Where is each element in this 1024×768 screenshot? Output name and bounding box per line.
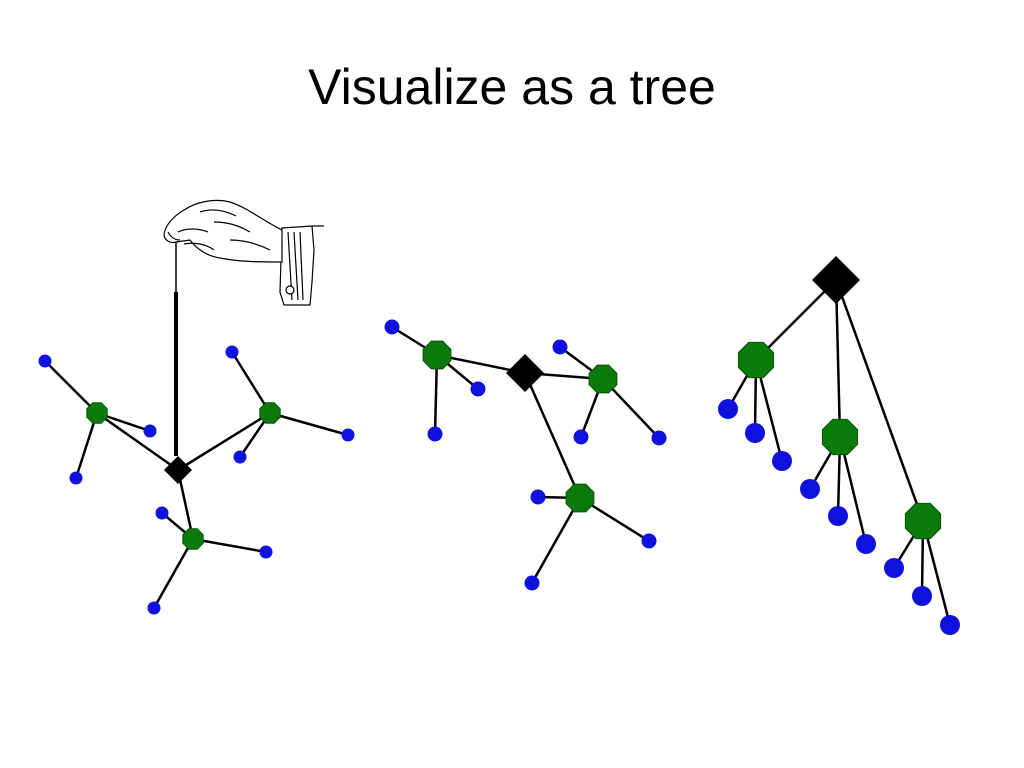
leaf-node — [530, 489, 546, 505]
graph-partially-lifted — [384, 319, 667, 591]
edge-a-leaf — [44, 360, 98, 414]
internal-node-a — [422, 340, 452, 370]
edge-b-leaf — [230, 351, 272, 414]
leaf-node — [940, 615, 960, 635]
edge-root-b — [834, 279, 842, 438]
hand-holding-string-icon — [163, 199, 324, 306]
leaf-node — [384, 319, 400, 335]
leaf-node — [259, 545, 273, 559]
edge-root-c — [523, 372, 582, 499]
leaf-node — [427, 426, 443, 442]
edge-root-c — [834, 279, 925, 522]
leaf-node — [552, 339, 568, 355]
edge-a-leaf — [74, 412, 99, 479]
internal-node-c — [182, 528, 204, 550]
graph-held-by-hand — [38, 292, 355, 615]
leaf-node — [341, 428, 355, 442]
internal-node-b — [259, 402, 281, 424]
edge-c-leaf — [192, 537, 267, 554]
leaf-node — [155, 506, 169, 520]
edge-root-b — [177, 411, 271, 472]
leaf-node — [147, 601, 161, 615]
graph-as-tree — [718, 256, 960, 635]
leaf-node — [524, 575, 540, 591]
leaf-node — [718, 399, 738, 419]
root-node — [506, 354, 544, 392]
leaf-node — [233, 450, 247, 464]
leaf-node — [69, 471, 83, 485]
edge-root-a — [755, 279, 837, 361]
internal-node-a — [737, 341, 775, 379]
leaf-node — [470, 381, 486, 397]
leaf-node — [800, 479, 820, 499]
root-node — [812, 256, 860, 304]
leaf-node — [225, 345, 239, 359]
slide-title: Visualize as a tree — [308, 59, 716, 115]
internal-node-c — [565, 483, 595, 513]
leaf-node — [641, 533, 657, 549]
leaf-node — [38, 354, 52, 368]
edge-root-a — [96, 411, 179, 472]
internal-node-b — [821, 418, 859, 456]
internal-node-b — [588, 364, 618, 394]
edge-b-leaf — [269, 411, 349, 437]
edge-c-leaf — [152, 538, 195, 609]
edges — [44, 351, 349, 609]
internal-node-c — [904, 502, 942, 540]
leaf-node — [772, 451, 792, 471]
edge-c-leaf — [530, 497, 582, 584]
root-node — [164, 456, 192, 484]
internal-node-a — [86, 402, 108, 424]
leaf-node — [651, 430, 667, 446]
leaf-node — [828, 506, 848, 526]
leaf-node — [912, 586, 932, 606]
leaf-node — [573, 429, 589, 445]
leaf-node — [745, 423, 765, 443]
leaf-node — [856, 534, 876, 554]
leaf-node — [884, 558, 904, 578]
leaf-node — [143, 424, 157, 438]
